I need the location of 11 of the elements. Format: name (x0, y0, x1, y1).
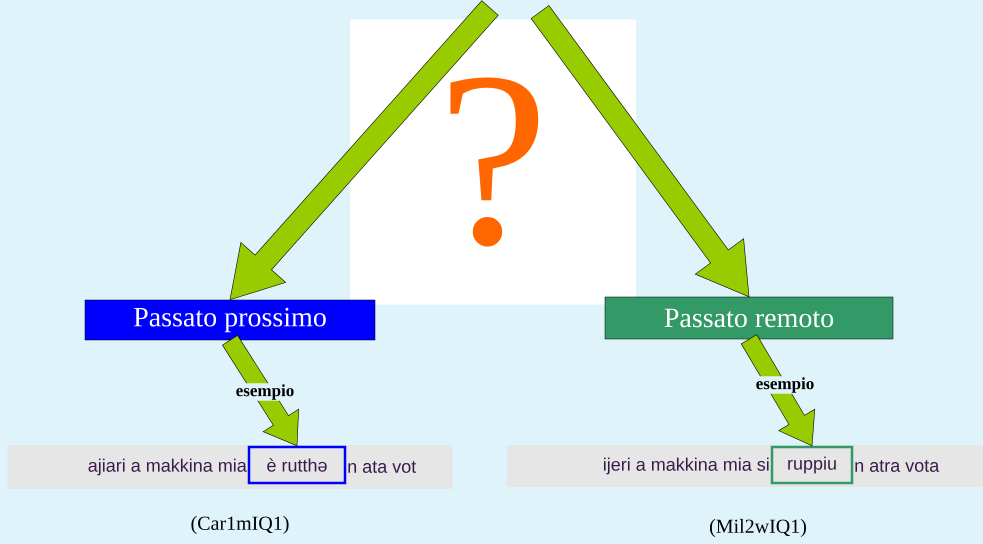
highlight-box: ruppiu (770, 446, 854, 484)
tense-box: Passato remoto (604, 296, 894, 340)
edge-label: esempio (234, 383, 296, 401)
question-mark-picture: ? (350, 20, 636, 304)
node-label: (Mil2wIQ1) (710, 518, 806, 538)
highlight-box: è rutthə (248, 446, 346, 484)
node-label: (Car1mIQ1) (191, 516, 289, 534)
block-arrow (530, 5, 750, 298)
block-arrow (230, 0, 499, 300)
edge-label: esempio (754, 376, 816, 394)
tense-box: Passato prossimo (84, 300, 376, 340)
